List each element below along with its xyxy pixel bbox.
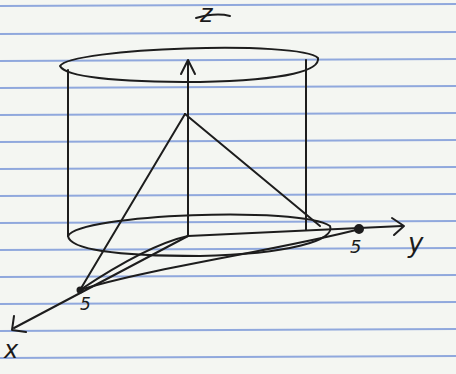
axis-label: z <box>200 2 213 26</box>
notebook-lines <box>0 4 456 358</box>
tick-value: 5 <box>350 238 361 256</box>
pencil-sketch <box>12 15 404 332</box>
tick-value: 5 <box>80 296 91 313</box>
axis-label: y <box>408 230 423 256</box>
axis-label: x <box>4 338 18 362</box>
